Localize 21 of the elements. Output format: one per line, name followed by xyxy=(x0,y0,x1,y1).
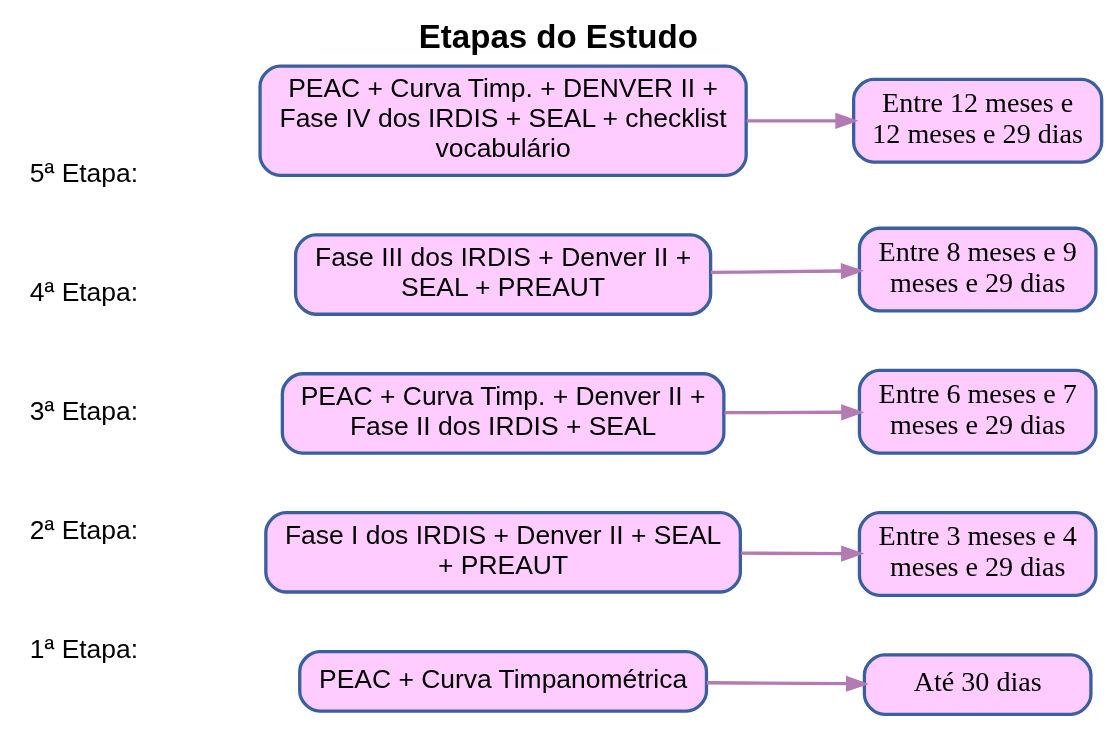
diagram-title: Etapas do Estudo xyxy=(418,18,698,56)
node-box: PEAC + Curva Timp. + DENVER II + Fase IV dos IRDIS + SEAL + checklist vocabulário xyxy=(258,64,748,177)
node-box: Fase I dos IRDIS + Denver II + SEAL + PREAUT xyxy=(264,511,743,594)
label: 1ª Etapa: xyxy=(29,633,139,664)
label: 5ª Etapa: xyxy=(29,157,139,188)
node-box: Até 30 dias xyxy=(862,653,1093,717)
node-box: Fase III dos IRDIS + Denver II + SEAL + PREAUT xyxy=(293,233,713,316)
label: 4ª Etapa: xyxy=(29,276,139,307)
arrow xyxy=(741,545,865,562)
node-box: PEAC + Curva Timp. + Denver II + Fase II dos IRDIS + SEAL xyxy=(280,372,726,455)
node-box: PEAC + Curva Timpanométrica xyxy=(298,649,709,713)
arrow xyxy=(706,675,870,692)
node-box: Entre 6 meses e 7 meses e 29 dias xyxy=(857,368,1098,455)
label: 2ª Etapa: xyxy=(29,514,139,545)
node-box: Entre 8 meses e 9 meses e 29 dias xyxy=(857,226,1098,313)
label: 3ª Etapa: xyxy=(29,395,139,426)
node-box: Entre 12 meses e 12 meses e 29 dias xyxy=(852,77,1104,164)
arrow xyxy=(746,112,859,129)
arrow xyxy=(710,262,865,280)
arrow xyxy=(724,404,865,421)
node-box: Entre 3 meses e 4 meses e 29 dias xyxy=(857,511,1098,597)
